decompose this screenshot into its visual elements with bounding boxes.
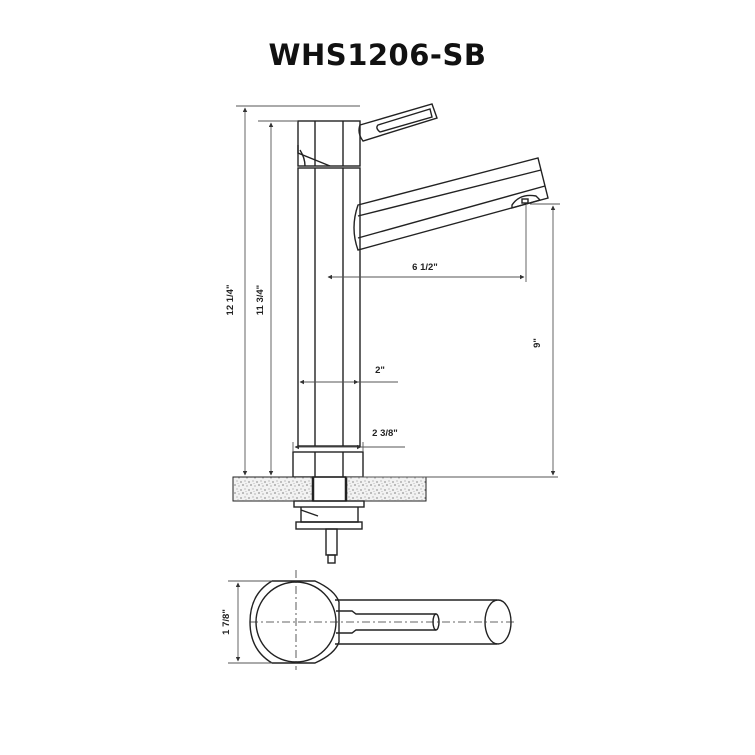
lever-handle	[297, 103, 438, 167]
dim-label-spout-reach: 6 1/2"	[412, 262, 438, 273]
dimension-spout-height: 9"	[346, 203, 560, 478]
dimension-total-height: 12 1/4"	[225, 105, 360, 476]
dim-label-body-diameter: 2"	[375, 365, 385, 376]
base-flange	[292, 451, 364, 478]
side-elevation-view: 12 1/4" 11 3/4" 6 1/2" 9" 2"	[225, 103, 560, 564]
dimension-body-height: 11 3/4"	[255, 120, 298, 476]
top-view: 1 7/8"	[221, 570, 515, 670]
product-model-title: WHS1206-SB	[268, 38, 487, 72]
countertop-section	[232, 476, 427, 502]
spout	[353, 157, 549, 251]
dim-label-spout-height: 9"	[532, 338, 543, 348]
dimension-top-view-width: 1 7/8"	[221, 580, 272, 664]
dimension-spout-reach: 6 1/2"	[327, 205, 527, 282]
dim-label-body-height: 11 3/4"	[255, 285, 266, 315]
faucet-body	[297, 167, 361, 447]
dimension-base-diameter: 2 3/8"	[292, 428, 405, 452]
dim-label-top-view-width: 1 7/8"	[221, 609, 232, 635]
mounting-hardware	[293, 500, 365, 564]
dim-label-total-height: 12 1/4"	[225, 285, 236, 316]
dim-label-base-diameter: 2 3/8"	[372, 428, 398, 439]
dimension-body-diameter: 2"	[299, 365, 398, 385]
